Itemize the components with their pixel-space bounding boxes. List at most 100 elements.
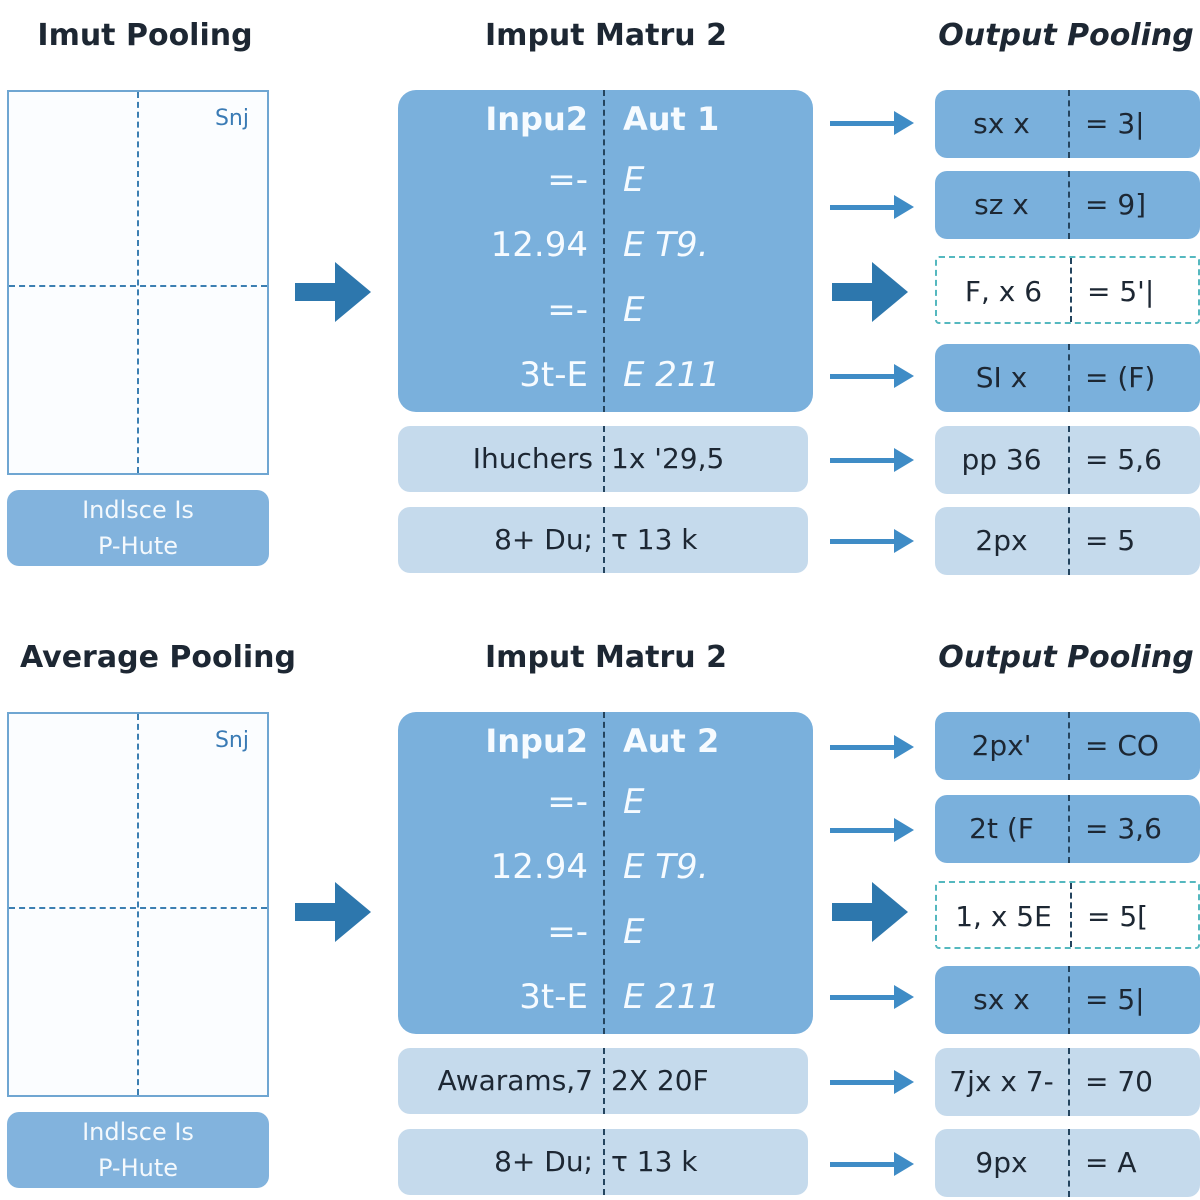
- output-result: = 3,6: [1085, 812, 1162, 845]
- matrix-row: 3t-E E 211: [398, 345, 813, 405]
- output-divider: [1068, 795, 1070, 863]
- output-result: = 5'|: [1087, 275, 1155, 308]
- output-divider: [1068, 1129, 1070, 1197]
- matrix-cell: E T9.: [623, 225, 709, 265]
- matrix-cell: E 211: [623, 355, 721, 395]
- right-title: Output Pooling: [938, 640, 1194, 675]
- matrix-strip: 8+ Du; τ 13 k: [398, 507, 808, 573]
- output-divider: [1068, 966, 1070, 1034]
- output-box: 7jx x 7- = 70: [935, 1048, 1200, 1116]
- matrix-cell: E: [623, 782, 645, 822]
- output-box: sz x = 9]: [935, 171, 1200, 239]
- output-divider: [1068, 426, 1070, 494]
- input-matrix: Inpu2 Aut 1 =- E 12.94 E T9. =- E 3t-E E…: [398, 90, 813, 412]
- grid-horizontal-divider: [9, 907, 267, 909]
- output-result: = (F): [1085, 361, 1156, 394]
- output-result: = 9]: [1085, 188, 1147, 221]
- output-expr: pp 36: [961, 443, 1042, 476]
- matrix-header-left: Inpu2: [485, 100, 588, 138]
- matrix-header-right: Aut 2: [623, 722, 720, 760]
- grid-horizontal-divider: [9, 285, 267, 287]
- output-expr: sz x: [974, 188, 1029, 221]
- grid-caption: Indlsce Is P-Hute: [7, 1112, 269, 1188]
- matrix-header-left: Inpu2: [485, 722, 588, 760]
- strip-divider: [603, 1129, 605, 1195]
- output-divider: [1070, 883, 1072, 947]
- matrix-header-row: Inpu2 Aut 1: [398, 90, 813, 150]
- grid-caption-line2: P-Hute: [97, 1154, 179, 1182]
- matrix-cell: =-: [547, 912, 588, 952]
- output-result: = 5|: [1085, 983, 1145, 1016]
- grid-caption: Indlsce Is P-Hute: [7, 490, 269, 566]
- matrix-cell: E: [623, 290, 645, 330]
- output-box: pp 36 = 5,6: [935, 426, 1200, 494]
- middle-title: Imput Matru 2: [485, 18, 727, 53]
- strip-cell: τ 13 k: [611, 1145, 698, 1178]
- output-expr: 2px: [975, 524, 1028, 557]
- output-divider: [1070, 258, 1072, 322]
- output-divider: [1068, 344, 1070, 412]
- matrix-header-row: Inpu2 Aut 2: [398, 712, 813, 772]
- grid-vertical-divider: [137, 92, 139, 473]
- output-box: sx x = 5|: [935, 966, 1200, 1034]
- matrix-row: =- E: [398, 150, 813, 210]
- output-divider: [1068, 90, 1070, 158]
- output-box-highlighted: F, x 6 = 5'|: [935, 256, 1200, 324]
- input-grid: Snj: [7, 90, 269, 475]
- grid-tag: Snj: [214, 106, 249, 131]
- matrix-row: 3t-E E 211: [398, 967, 813, 1027]
- output-box: 9px = A: [935, 1129, 1200, 1197]
- strip-cell: 2X 20F: [611, 1064, 709, 1097]
- output-result: = CO: [1085, 729, 1159, 762]
- output-expr: sx x: [973, 107, 1030, 140]
- output-box: 2px' = CO: [935, 712, 1200, 780]
- matrix-cell: 3t-E: [519, 977, 588, 1017]
- output-expr: 1, x 5E: [955, 900, 1052, 933]
- left-title: Average Pooling: [20, 640, 296, 675]
- matrix-strip: 8+ Du; τ 13 k: [398, 1129, 808, 1195]
- strip-cell: 8+ Du;: [494, 1145, 593, 1178]
- matrix-row: 12.94 E T9.: [398, 837, 813, 897]
- left-title: Imut Pooling: [37, 18, 253, 53]
- output-expr: 2px': [971, 729, 1032, 762]
- output-box: 2px = 5: [935, 507, 1200, 575]
- strip-cell: Ihuchers: [472, 442, 593, 475]
- output-result: = 3|: [1085, 107, 1145, 140]
- matrix-cell: 12.94: [490, 847, 588, 887]
- middle-title: Imput Matru 2: [485, 640, 727, 675]
- matrix-cell: =-: [547, 160, 588, 200]
- output-divider: [1068, 507, 1070, 575]
- grid-caption-line2: P-Hute: [97, 532, 179, 560]
- output-divider: [1068, 712, 1070, 780]
- output-expr: SI x: [975, 361, 1028, 394]
- output-box-highlighted: 1, x 5E = 5[: [935, 881, 1200, 949]
- matrix-divider: [603, 712, 605, 1034]
- output-result: = 5: [1085, 524, 1136, 557]
- matrix-strip: Awarams,7 2X 20F: [398, 1048, 808, 1114]
- grid-caption-line1: Indlsce Is: [82, 496, 194, 524]
- output-expr: sx x: [973, 983, 1030, 1016]
- matrix-cell: =-: [547, 290, 588, 330]
- strip-cell: 1x '29,5: [611, 442, 725, 475]
- matrix-row: 12.94 E T9.: [398, 215, 813, 275]
- right-title: Output Pooling: [938, 18, 1194, 53]
- strip-divider: [603, 507, 605, 573]
- matrix-cell: E 211: [623, 977, 721, 1017]
- output-expr: F, x 6: [964, 275, 1043, 308]
- matrix-cell: E: [623, 160, 645, 200]
- strip-cell: 8+ Du;: [494, 523, 593, 556]
- output-result: = 70: [1085, 1065, 1153, 1098]
- grid-vertical-divider: [137, 714, 139, 1095]
- matrix-strip: Ihuchers 1x '29,5: [398, 426, 808, 492]
- matrix-cell: E T9.: [623, 847, 709, 887]
- strip-cell: τ 13 k: [611, 523, 698, 556]
- matrix-row: =- E: [398, 772, 813, 832]
- output-result: = 5[: [1087, 900, 1149, 933]
- max-pooling-section: Imut Pooling Imput Matru 2 Output Poolin…: [7, 18, 1200, 575]
- grid-caption-line1: Indlsce Is: [82, 1118, 194, 1146]
- matrix-row: =- E: [398, 280, 813, 340]
- matrix-header-right: Aut 1: [623, 100, 720, 138]
- output-box: sx x = 3|: [935, 90, 1200, 158]
- average-pooling-section: Average Pooling Imput Matru 2 Output Poo…: [0, 622, 1200, 1200]
- matrix-cell: 3t-E: [519, 355, 588, 395]
